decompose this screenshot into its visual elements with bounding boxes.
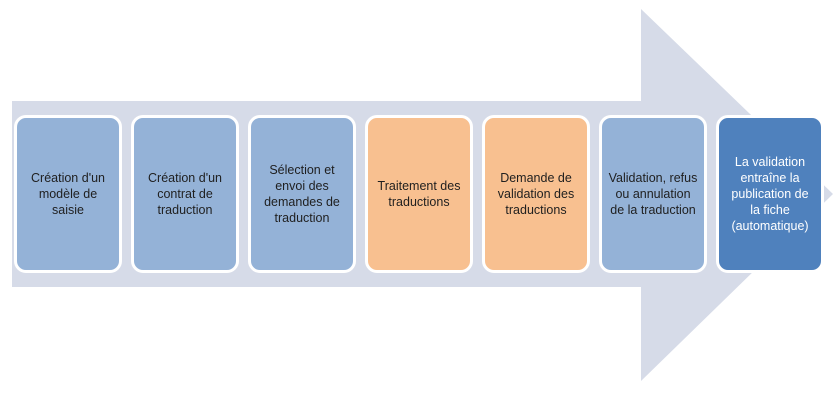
- step-automatic-publication: La validation entraîne la publication de…: [716, 115, 824, 273]
- step-label: La validation entraîne la publication de…: [731, 155, 809, 233]
- step-validation-request: Demande de validation des traductions: [482, 115, 590, 273]
- step-request-selection: Sélection et envoi des demandes de tradu…: [248, 115, 356, 273]
- step-label: Demande de validation des traductions: [497, 171, 575, 217]
- step-label: Création d'un contrat de traduction: [148, 171, 222, 217]
- step-model-creation: Création d'un modèle de saisie: [14, 115, 122, 273]
- step-label: Traitement des traductions: [377, 179, 461, 209]
- step-label: Création d'un modèle de saisie: [31, 171, 105, 217]
- step-contract-creation: Création d'un contrat de traduction: [131, 115, 239, 273]
- step-validation-decision: Validation, refus ou annulation de la tr…: [599, 115, 707, 273]
- step-label: Validation, refus ou annulation de la tr…: [608, 171, 698, 217]
- step-translation-processing: Traitement des traductions: [365, 115, 473, 273]
- step-label: Sélection et envoi des demandes de tradu…: [264, 163, 340, 225]
